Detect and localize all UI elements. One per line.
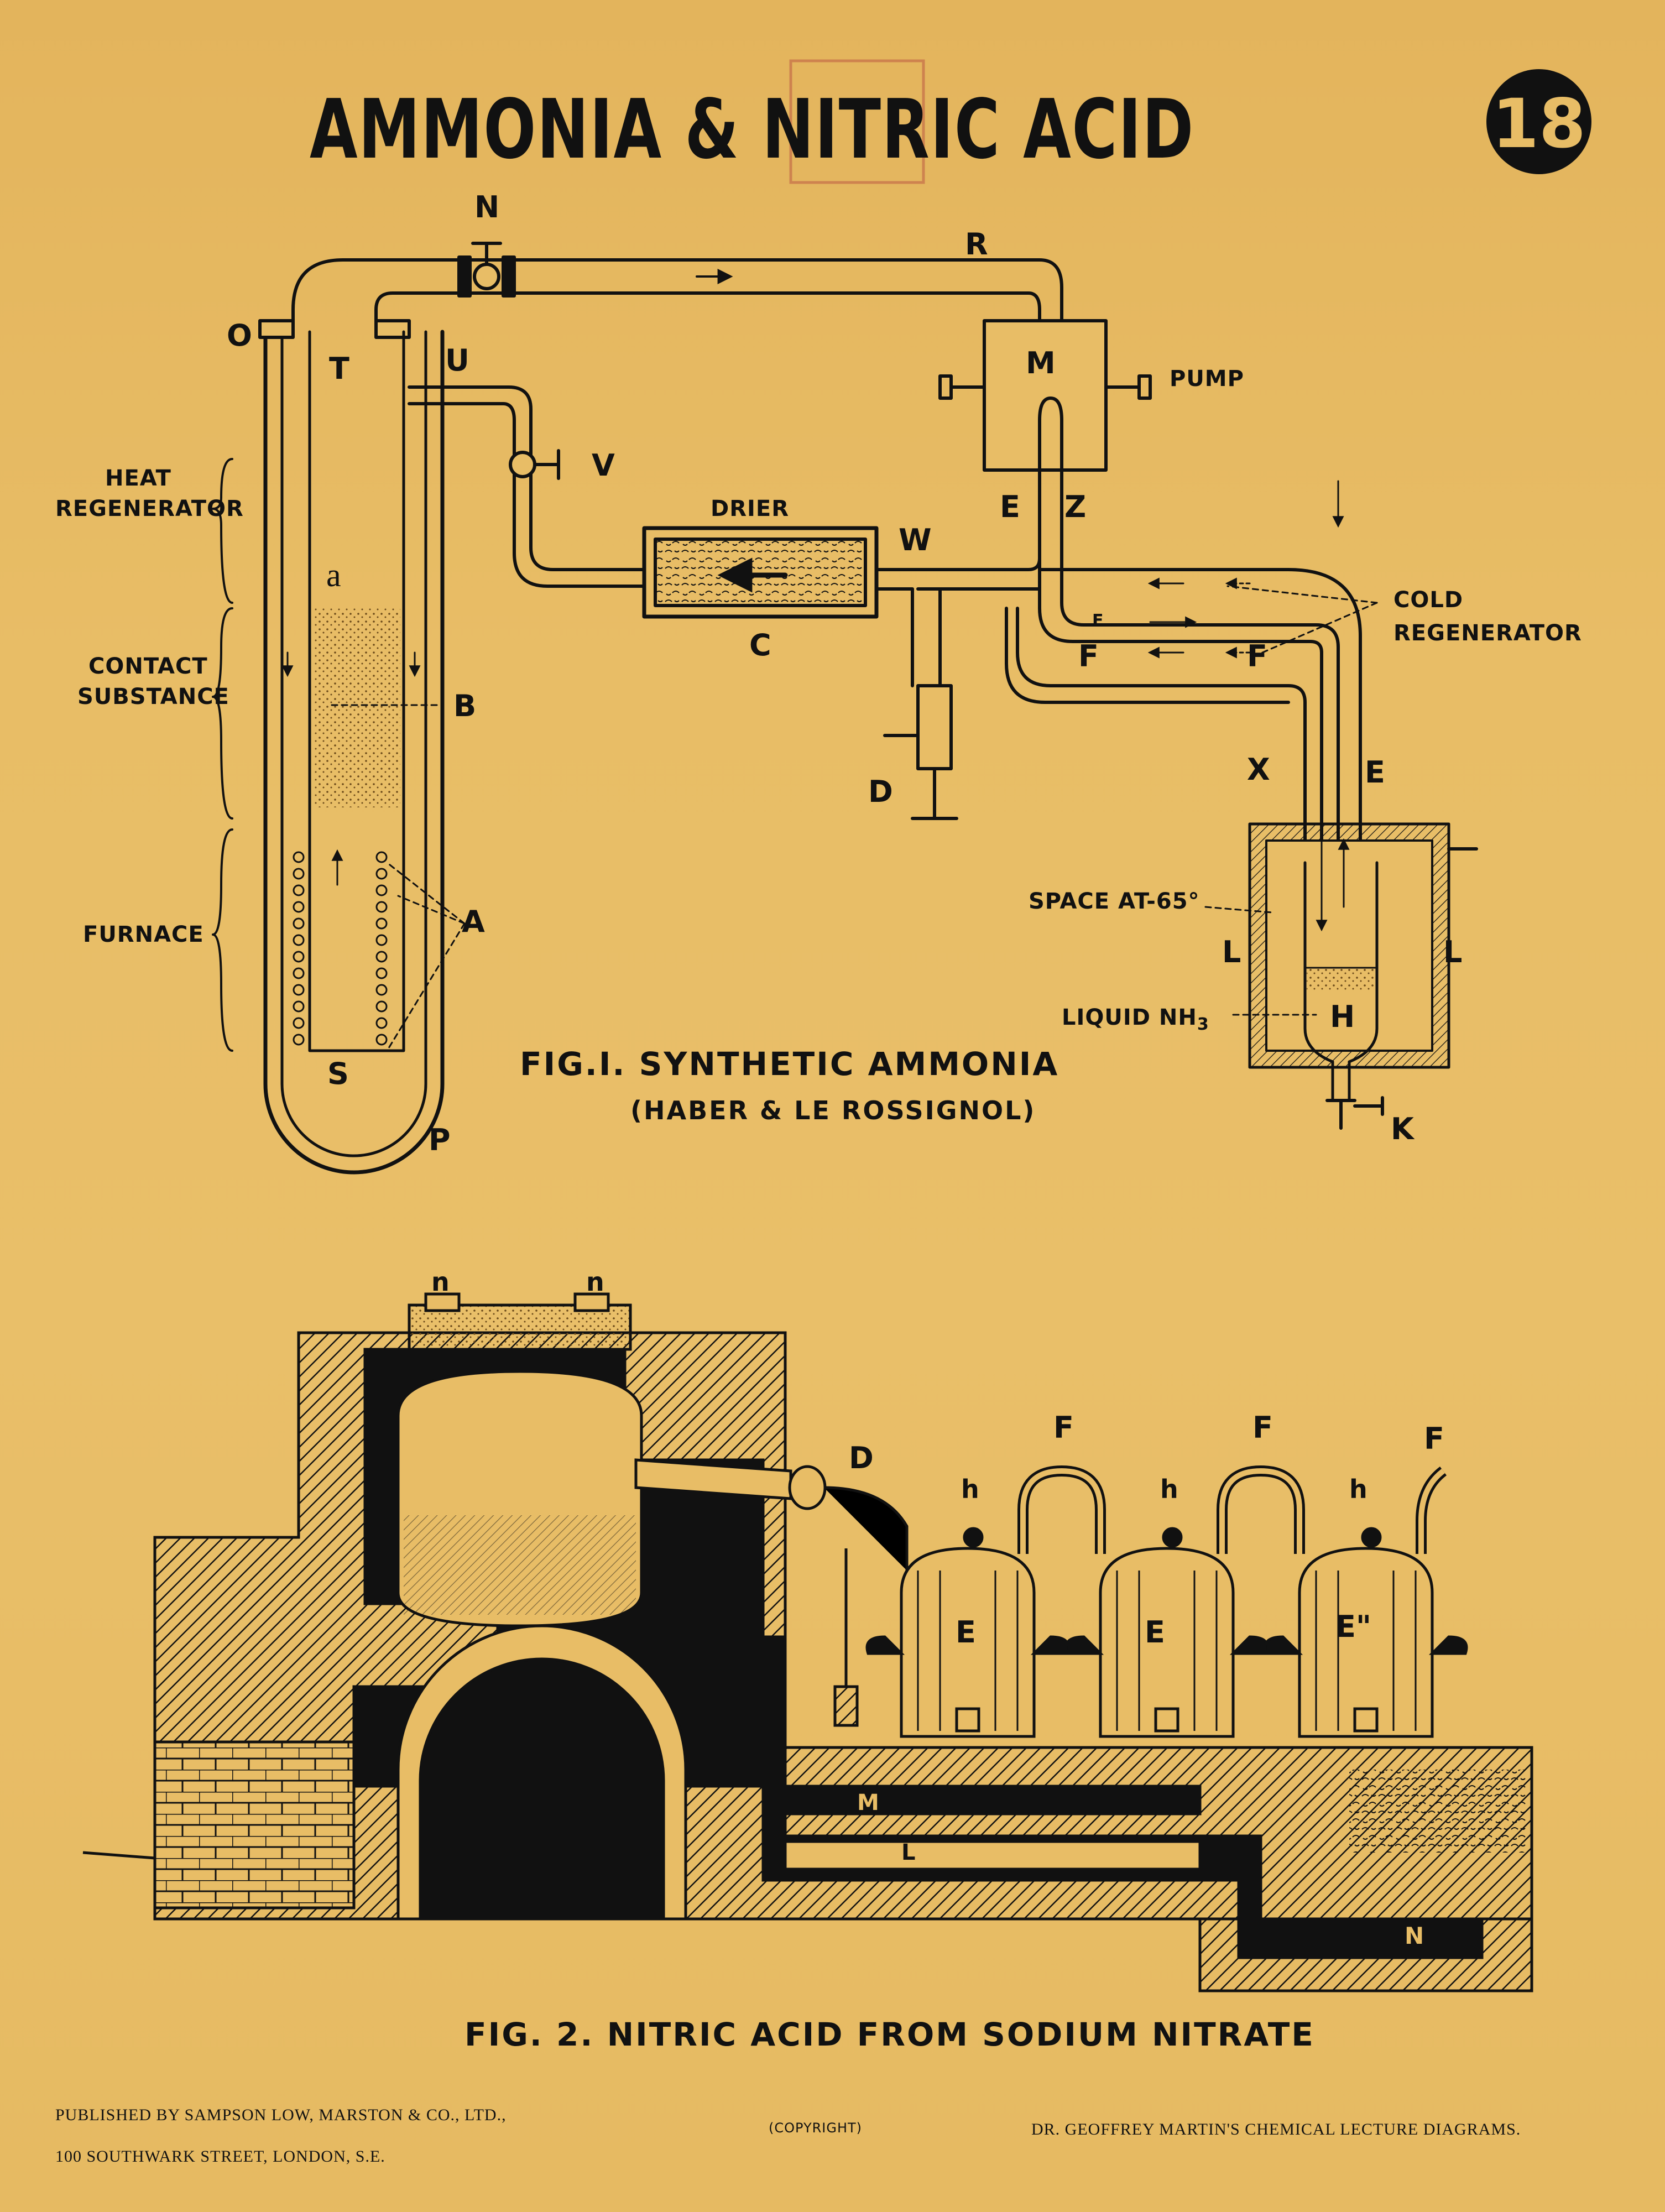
label-V: V	[592, 448, 615, 483]
label-L-right: L	[1443, 935, 1463, 969]
label-C: C	[749, 628, 771, 662]
label-cold-2: REGENERATOR	[1393, 620, 1582, 646]
fig2-caption: FIG. 2. NITRIC ACID FROM SODIUM NITRATE	[464, 2016, 1315, 2053]
label-D: D	[868, 774, 893, 809]
label-heat-1: HEAT	[105, 466, 171, 491]
label-h-2: h	[1160, 1474, 1178, 1504]
label-M: M	[1026, 346, 1056, 380]
footer-publisher: PUBLISHED BY SAMPSON LOW, MARSTON & CO.,…	[55, 2106, 507, 2124]
label-cold-1: COLD	[1393, 587, 1464, 613]
label-n-1: n	[431, 1267, 450, 1297]
footer-series: DR. GEOFFREY MARTIN'S CHEMICAL LECTURE D…	[1031, 2120, 1521, 2138]
label-contact-2: SUBSTANCE	[77, 684, 229, 709]
label-N-fig2: N	[1405, 1922, 1424, 1949]
fig1-apparatus	[212, 242, 1478, 1175]
diagram-number-badge: 18	[1486, 69, 1591, 174]
label-U: U	[445, 343, 469, 378]
fig1-subcaption: (HABER & LE ROSSIGNOL)	[630, 1095, 1036, 1125]
label-F-2: F	[1252, 1410, 1273, 1445]
label-L-fig2: L	[901, 1840, 916, 1865]
label-F-3: F	[1424, 1421, 1444, 1456]
label-E-3: E"	[1335, 1609, 1372, 1644]
label-H: H	[1330, 999, 1355, 1034]
label-X: X	[1247, 752, 1270, 787]
footer-address: 100 SOUTHWARK STREET, LONDON, S.E.	[55, 2147, 385, 2166]
label-drier: DRIER	[711, 496, 790, 521]
label-L-left: L	[1222, 935, 1241, 969]
label-A: A	[462, 904, 485, 939]
label-F-right: F	[1247, 639, 1267, 674]
label-P: P	[429, 1123, 451, 1157]
fig2-apparatus	[82, 1292, 1533, 1992]
label-a: a	[326, 557, 341, 593]
label-B: B	[453, 688, 477, 723]
library-stamp	[789, 59, 925, 184]
label-O: O	[227, 318, 252, 353]
label-K: K	[1391, 1112, 1414, 1146]
label-heat-2: REGENERATOR	[55, 496, 244, 521]
label-W: W	[899, 523, 932, 557]
label-S: S	[327, 1056, 349, 1091]
label-pump: PUMP	[1170, 366, 1244, 392]
label-F-1: F	[1053, 1410, 1074, 1445]
label-N: N	[474, 190, 500, 225]
diagram-number: 18	[1492, 85, 1586, 163]
label-Z: Z	[1064, 489, 1087, 524]
label-R: R	[965, 227, 988, 262]
label-E-small: E	[1092, 611, 1104, 630]
label-E-1: E	[956, 1615, 976, 1650]
label-furnace: FURNACE	[83, 922, 204, 947]
label-liquid: LIQUID NH3	[1062, 1005, 1209, 1034]
label-T: T	[329, 351, 349, 386]
poster-title: AMMONIA & NITRIC ACID	[310, 82, 1194, 177]
label-F-left: F	[1078, 639, 1099, 674]
label-E-lower: E	[1365, 755, 1385, 790]
label-E: E	[1000, 489, 1020, 524]
label-contact-1: CONTACT	[88, 654, 208, 679]
label-n-2: n	[586, 1267, 604, 1297]
footer-copyright: (COPYRIGHT)	[769, 2120, 863, 2136]
label-D-fig2: D	[849, 1441, 874, 1475]
label-h-3: h	[1349, 1474, 1368, 1504]
label-space: SPACE AT-65°	[1029, 889, 1200, 914]
fig1-caption: FIG.I. SYNTHETIC AMMONIA	[520, 1045, 1059, 1083]
label-h-1: h	[961, 1474, 979, 1504]
label-M-fig2: M	[857, 1790, 879, 1815]
label-E-2: E	[1145, 1615, 1165, 1650]
